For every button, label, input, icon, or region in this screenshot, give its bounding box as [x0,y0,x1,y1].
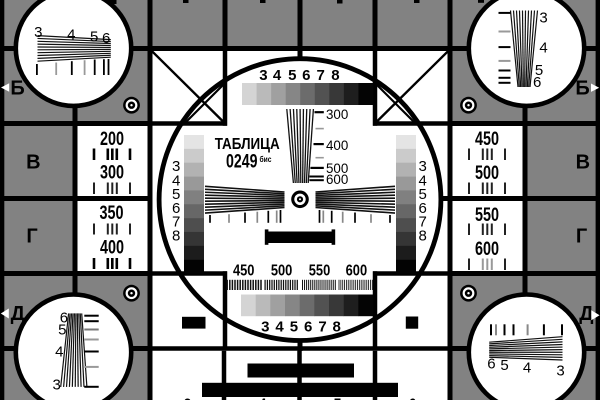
svg-text:4: 4 [275,319,284,336]
svg-text:Д: Д [579,303,593,325]
svg-text:ТАБЛИЦА: ТАБЛИЦА [215,136,280,153]
svg-text:300: 300 [100,163,124,184]
svg-text:4: 4 [67,27,75,44]
svg-text:3: 3 [184,396,192,400]
svg-text:Б: Б [575,78,589,100]
svg-text:8: 8 [419,228,427,245]
svg-text:6: 6 [304,319,312,336]
svg-text:450: 450 [233,262,255,279]
svg-text:Д: Д [11,303,25,325]
svg-text:Б: Б [10,78,24,100]
svg-text:3: 3 [539,10,547,27]
svg-text:7: 7 [318,319,326,336]
svg-text:Г: Г [26,226,37,248]
svg-text:450: 450 [475,129,499,150]
svg-text:8: 8 [331,67,339,84]
svg-text:550: 550 [309,262,331,279]
svg-text:4: 4 [55,344,63,361]
svg-text:5: 5 [58,321,66,338]
svg-text:6: 6 [533,74,541,91]
svg-text:6: 6 [419,200,427,217]
svg-text:6: 6 [172,200,180,217]
svg-text:3: 3 [556,363,564,380]
svg-text:5: 5 [90,28,98,45]
svg-text:550: 550 [475,205,499,226]
svg-text:6: 6 [102,30,110,47]
svg-text:6: 6 [302,67,310,84]
svg-text:400: 400 [326,138,348,153]
svg-text:7: 7 [317,67,325,84]
svg-text:8: 8 [172,228,180,245]
svg-text:4: 4 [523,359,531,376]
svg-text:5: 5 [535,62,543,79]
svg-text:В: В [576,152,590,174]
svg-text:200: 200 [100,129,124,150]
svg-text:600: 600 [475,239,499,260]
svg-text:4: 4 [273,67,282,84]
svg-text:6: 6 [409,396,417,400]
svg-text:500: 500 [475,163,499,184]
svg-text:3: 3 [261,319,269,336]
svg-text:500: 500 [271,262,293,279]
svg-text:600: 600 [326,172,348,187]
svg-text:5: 5 [172,186,180,203]
svg-text:3: 3 [259,67,267,84]
svg-text:4: 4 [419,173,427,190]
svg-text:5: 5 [500,357,508,374]
svg-text:4: 4 [172,173,180,190]
svg-text:400: 400 [100,238,124,259]
svg-text:0249: 0249 [226,152,258,173]
svg-text:4: 4 [259,396,267,400]
svg-text:5: 5 [334,396,342,400]
svg-text:5: 5 [419,186,427,203]
svg-text:350: 350 [100,203,124,224]
svg-text:3: 3 [419,158,427,175]
svg-text:3: 3 [172,158,180,175]
svg-text:5: 5 [288,67,296,84]
svg-text:600: 600 [346,262,368,279]
svg-text:8: 8 [333,319,341,336]
svg-text:3: 3 [53,377,61,394]
svg-text:3: 3 [34,24,42,41]
svg-text:7: 7 [172,214,180,231]
svg-text:В: В [26,152,40,174]
svg-text:300: 300 [326,107,348,122]
svg-text:4: 4 [539,40,547,57]
svg-text:бис: бис [260,154,272,164]
svg-text:6: 6 [487,355,495,372]
svg-text:Г: Г [576,226,587,248]
svg-text:500: 500 [326,161,348,176]
svg-text:5: 5 [290,319,298,336]
svg-text:6: 6 [60,310,68,327]
svg-text:7: 7 [419,214,427,231]
